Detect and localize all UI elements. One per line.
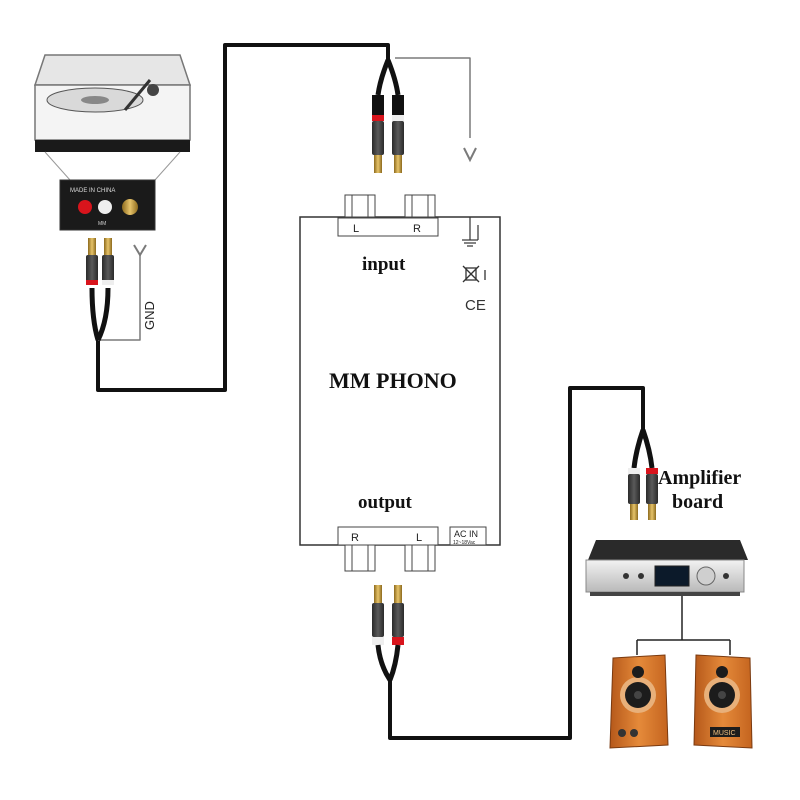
- rca-cable-output: [372, 585, 404, 682]
- output-label: output: [358, 492, 413, 513]
- wire-output-to-amplifier: [388, 386, 645, 740]
- spade-connector-icon: [133, 244, 147, 257]
- speaker-badge: MUSIC: [713, 730, 736, 737]
- ce-mark: CE: [465, 297, 486, 314]
- rca-cable-amplifier: [628, 429, 658, 520]
- amplifier-label-line1: Amplifier: [658, 467, 741, 489]
- turntable-back-panel: MADE IN CHINA MM: [59, 179, 156, 231]
- ground-symbol-icon: [462, 217, 479, 247]
- rca-cable-input: [372, 59, 477, 173]
- jack-mm-label: MM: [98, 221, 106, 227]
- amplifier: [585, 540, 748, 596]
- gnd-label: GND: [142, 301, 157, 330]
- ground-wire-module: [395, 57, 471, 138]
- output-port-r-label: R: [351, 532, 359, 544]
- mm-phono-module: L R input CE MM PHONO output R L: [299, 194, 501, 572]
- speaker-right: MUSIC: [693, 654, 753, 749]
- rca-cable-turntable: [86, 238, 147, 342]
- weee-icon: [462, 265, 486, 283]
- back-panel-text: MADE IN CHINA: [70, 188, 115, 194]
- wire-turntable-to-input: [96, 43, 390, 392]
- module-title: MM PHONO: [329, 368, 457, 393]
- ground-terminal: [122, 199, 138, 215]
- input-label: input: [362, 254, 406, 275]
- ground-spade-icon: [463, 147, 477, 163]
- amplifier-label-line2: board: [672, 491, 723, 513]
- speaker-left: [609, 654, 669, 749]
- ac-in-label: AC IN: [454, 529, 478, 539]
- input-port-r-label: R: [413, 223, 421, 235]
- input-port-l-label: L: [353, 223, 359, 235]
- turntable: [33, 54, 192, 152]
- jack-white: [98, 200, 112, 214]
- jack-red: [78, 200, 92, 214]
- ground-wire-turntable: [98, 255, 141, 341]
- ac-in-spec: 12~18Vac: [453, 540, 476, 546]
- speaker-wiring: [636, 596, 731, 655]
- output-port-l-label: L: [416, 532, 422, 544]
- wiring: [96, 43, 645, 740]
